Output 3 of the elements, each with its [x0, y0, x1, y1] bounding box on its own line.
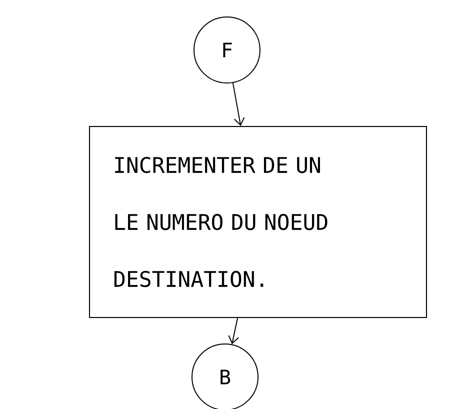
arrow [232, 82, 245, 126]
process-box: INCREMENTER DE UN LE NUMERO DU NOEUD DESTINATION. [89, 126, 427, 318]
arrow [228, 318, 239, 344]
